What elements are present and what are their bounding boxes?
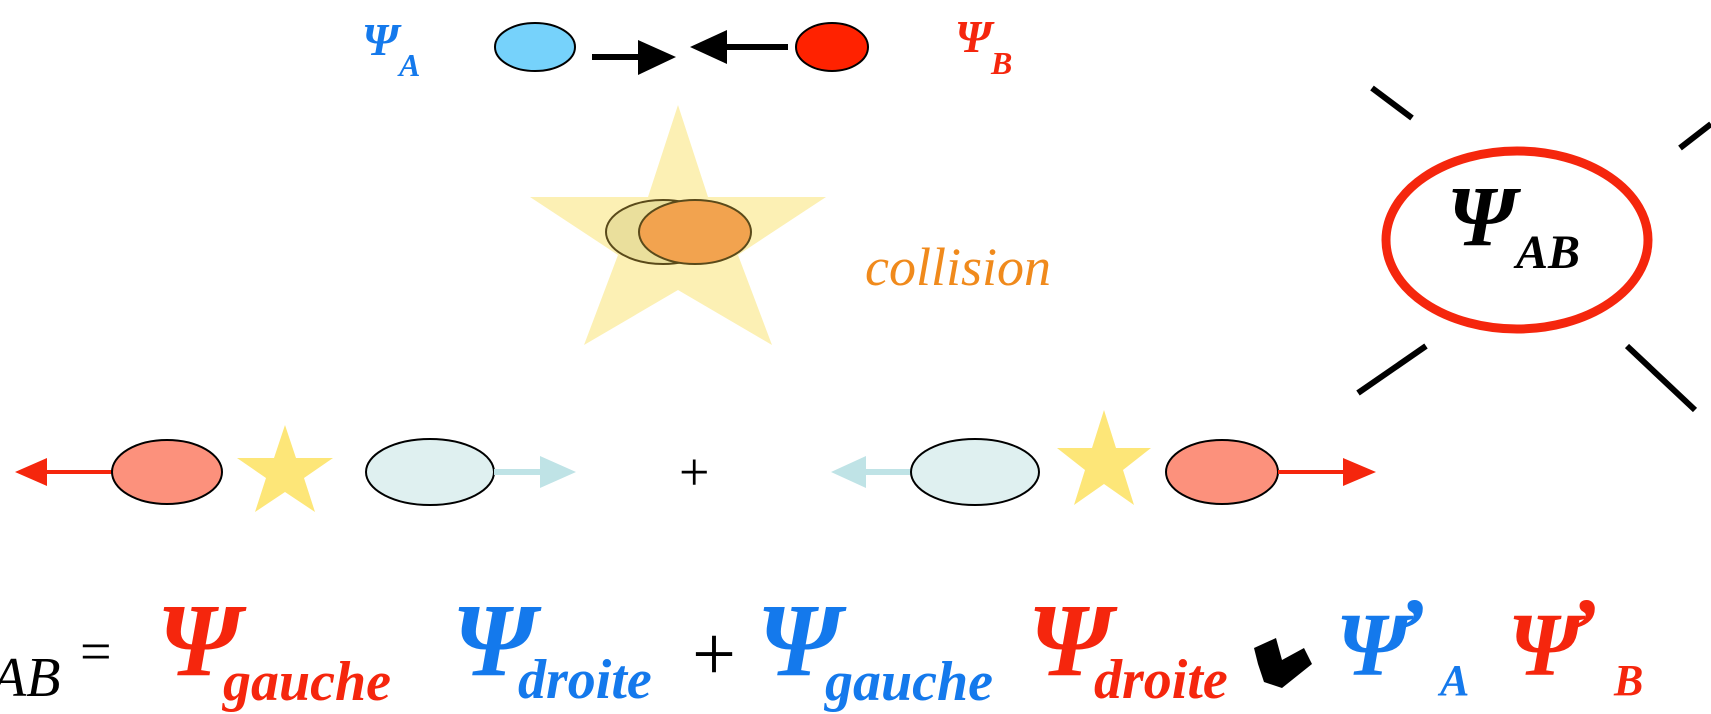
right-red-arrow-head <box>1343 458 1376 486</box>
eq-sub-a: A <box>1437 656 1469 705</box>
eq-psi-5: Ψ <box>1336 596 1414 695</box>
collision-group: collision <box>530 105 1051 345</box>
plus-sign: + <box>679 442 709 502</box>
eq-sub-b: B <box>1613 656 1643 705</box>
eq-prime-6: ’ <box>1568 581 1598 680</box>
eq-sub-gauche-2: gauche <box>823 651 993 713</box>
eq-equals: = <box>80 621 112 683</box>
entangled-ellipse <box>1381 146 1653 334</box>
equation: AB = Ψ gauche Ψ droite + Ψ gauche Ψ droi… <box>0 581 1643 713</box>
psi-a-symbol: Ψ <box>362 14 402 65</box>
psi-b-symbol: Ψ <box>955 11 995 62</box>
burst-line-top-right <box>1678 121 1711 151</box>
outcome-right <box>831 410 1376 506</box>
psi-ab-subscript: AB <box>1513 226 1580 279</box>
burst-line-bottom-right <box>1624 343 1698 413</box>
eq-psi-3: Ψ <box>757 583 847 698</box>
arrow-left-head <box>690 30 727 64</box>
particle-b-ball <box>795 22 869 72</box>
right-cyan-arrow-head <box>831 456 866 488</box>
eq-plus: + <box>692 610 736 697</box>
psi-b-subscript: B <box>990 45 1012 81</box>
eq-sub-gauche-1: gauche <box>221 651 391 713</box>
eq-prime-5: ’ <box>1396 581 1426 680</box>
left-cyan-arrow-head <box>540 456 576 488</box>
overlap-ellipse-right <box>638 199 752 265</box>
right-red-ball <box>1165 439 1279 505</box>
arrow-right-head <box>638 40 676 75</box>
burst-line-top-left <box>1370 85 1414 121</box>
burst-line-bottom-left <box>1356 343 1428 396</box>
eq-psi-1: Ψ <box>157 583 247 698</box>
leads-to-arrow-icon <box>1254 638 1312 688</box>
left-red-ball <box>111 439 223 505</box>
left-star <box>237 425 333 512</box>
eq-psi-2: Ψ <box>452 583 542 698</box>
left-cyan-ball <box>365 438 495 506</box>
outcome-left <box>15 425 576 512</box>
psi-ab-symbol: Ψ <box>1447 168 1522 264</box>
particle-a-ball <box>494 22 576 72</box>
eq-psi-6: Ψ <box>1508 596 1586 695</box>
entangled-state-badge: Ψ AB <box>1356 85 1711 413</box>
eq-lhs-subscript: AB <box>0 647 60 709</box>
eq-sub-droite-1: droite <box>518 649 652 711</box>
eq-sub-droite-2: droite <box>1094 649 1228 711</box>
left-red-arrow-head <box>15 458 47 486</box>
eq-psi-4: Ψ <box>1028 583 1118 698</box>
psi-a-subscript: A <box>397 47 420 83</box>
collision-label: collision <box>865 237 1051 297</box>
right-star <box>1057 410 1151 505</box>
right-cyan-ball <box>910 438 1040 506</box>
top-row: Ψ A Ψ B <box>362 11 1012 83</box>
